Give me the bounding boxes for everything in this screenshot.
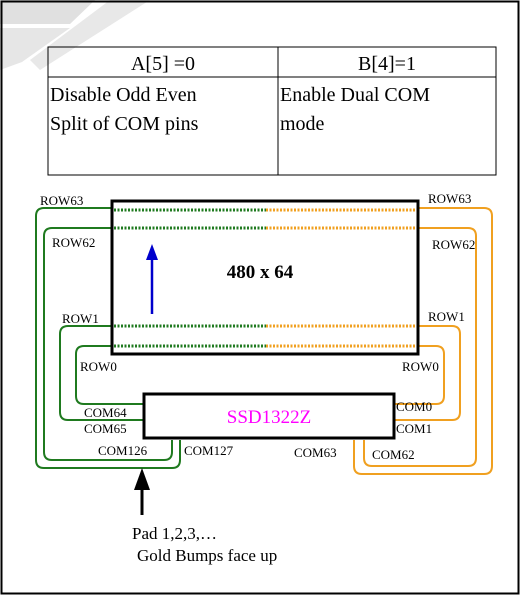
cell-b-line1: Enable Dual COM xyxy=(280,84,430,106)
driver-chip: SSD1322Z xyxy=(142,392,396,440)
com-labels: COM64 COM65 COM126 COM127 COM63 COM62 CO… xyxy=(84,399,432,462)
com63-label: COM63 xyxy=(294,445,337,460)
pad-arrow-head xyxy=(134,468,150,490)
com1-label: COM1 xyxy=(396,421,432,436)
watermark xyxy=(0,0,150,70)
header-b: B[4]=1 xyxy=(358,53,416,75)
green-routing xyxy=(35,207,181,469)
display-panel: 480 x 64 xyxy=(110,199,420,356)
com126-label: COM126 xyxy=(98,443,148,458)
cell-b-line2: mode xyxy=(280,113,325,135)
row1-left-label: ROW1 xyxy=(62,311,99,326)
row62-left-label: ROW62 xyxy=(52,235,95,250)
com64-label: COM64 xyxy=(84,405,127,420)
scan-arrow-head xyxy=(146,244,158,260)
row0-right-label: ROW0 xyxy=(402,359,439,374)
row-labels: ROW63 ROW63 ROW62 ROW62 ROW1 ROW1 ROW0 R… xyxy=(40,191,475,374)
cell-a-line1: Disable Odd Even xyxy=(50,84,197,106)
row1-right-label: ROW1 xyxy=(428,309,465,324)
orange-routing xyxy=(353,207,493,475)
row0-left-label: ROW0 xyxy=(80,359,117,374)
com0-label: COM0 xyxy=(396,399,432,414)
pad-indicator: Pad 1,2,3,… Gold Bumps face up xyxy=(132,468,277,565)
pad-note-line1: Pad 1,2,3,… xyxy=(132,524,217,543)
com127-label: COM127 xyxy=(184,443,234,458)
panel-label: 480 x 64 xyxy=(227,262,294,283)
com65-label: COM65 xyxy=(84,421,127,436)
cell-a-line2: Split of COM pins xyxy=(50,113,199,135)
row62-right-label: ROW62 xyxy=(432,237,475,252)
row63-left-label: ROW63 xyxy=(40,193,83,208)
chip-label: SSD1322Z xyxy=(227,407,311,428)
config-table: A[5] =0 B[4]=1 Disable Odd Even Split of… xyxy=(47,46,497,176)
row63-right-label: ROW63 xyxy=(428,191,471,206)
pad-note-line2: Gold Bumps face up xyxy=(137,546,277,565)
header-a: A[5] =0 xyxy=(131,53,195,75)
com62-label: COM62 xyxy=(372,447,415,462)
